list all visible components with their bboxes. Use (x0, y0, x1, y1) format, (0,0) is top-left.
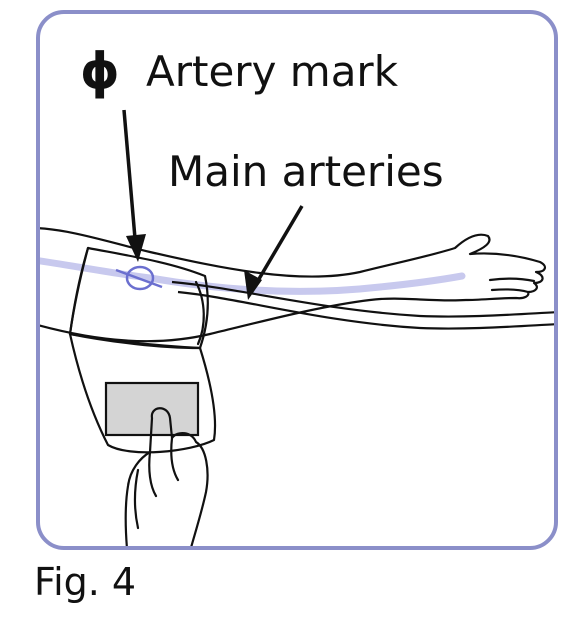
hand-outline (124, 407, 209, 548)
artery-mark-line (115, 268, 163, 289)
finger-detail (133, 436, 180, 530)
figure-frame (36, 10, 558, 550)
artery-mark-arrow-shaft (122, 109, 138, 251)
monitor-body (68, 332, 217, 454)
main-arteries-arrowhead (244, 270, 262, 300)
air-tube (171, 280, 556, 318)
air-tube-inner (177, 290, 556, 330)
artery-mark-arrowhead (126, 234, 146, 262)
figure-caption: Fig. 4 (34, 560, 137, 604)
finger-lines (488, 277, 536, 294)
cuff-fold (194, 280, 205, 346)
cuff (68, 246, 209, 350)
main-arteries-arrow-shaft (254, 205, 304, 285)
artery-mark-label: Artery mark (146, 47, 399, 96)
main-arteries-label: Main arteries (168, 147, 444, 196)
artery-mark-symbol: ϕ (80, 42, 120, 100)
cuff-edge (68, 246, 90, 336)
artery-mark-circle (125, 265, 155, 291)
arm-outline (38, 226, 546, 343)
